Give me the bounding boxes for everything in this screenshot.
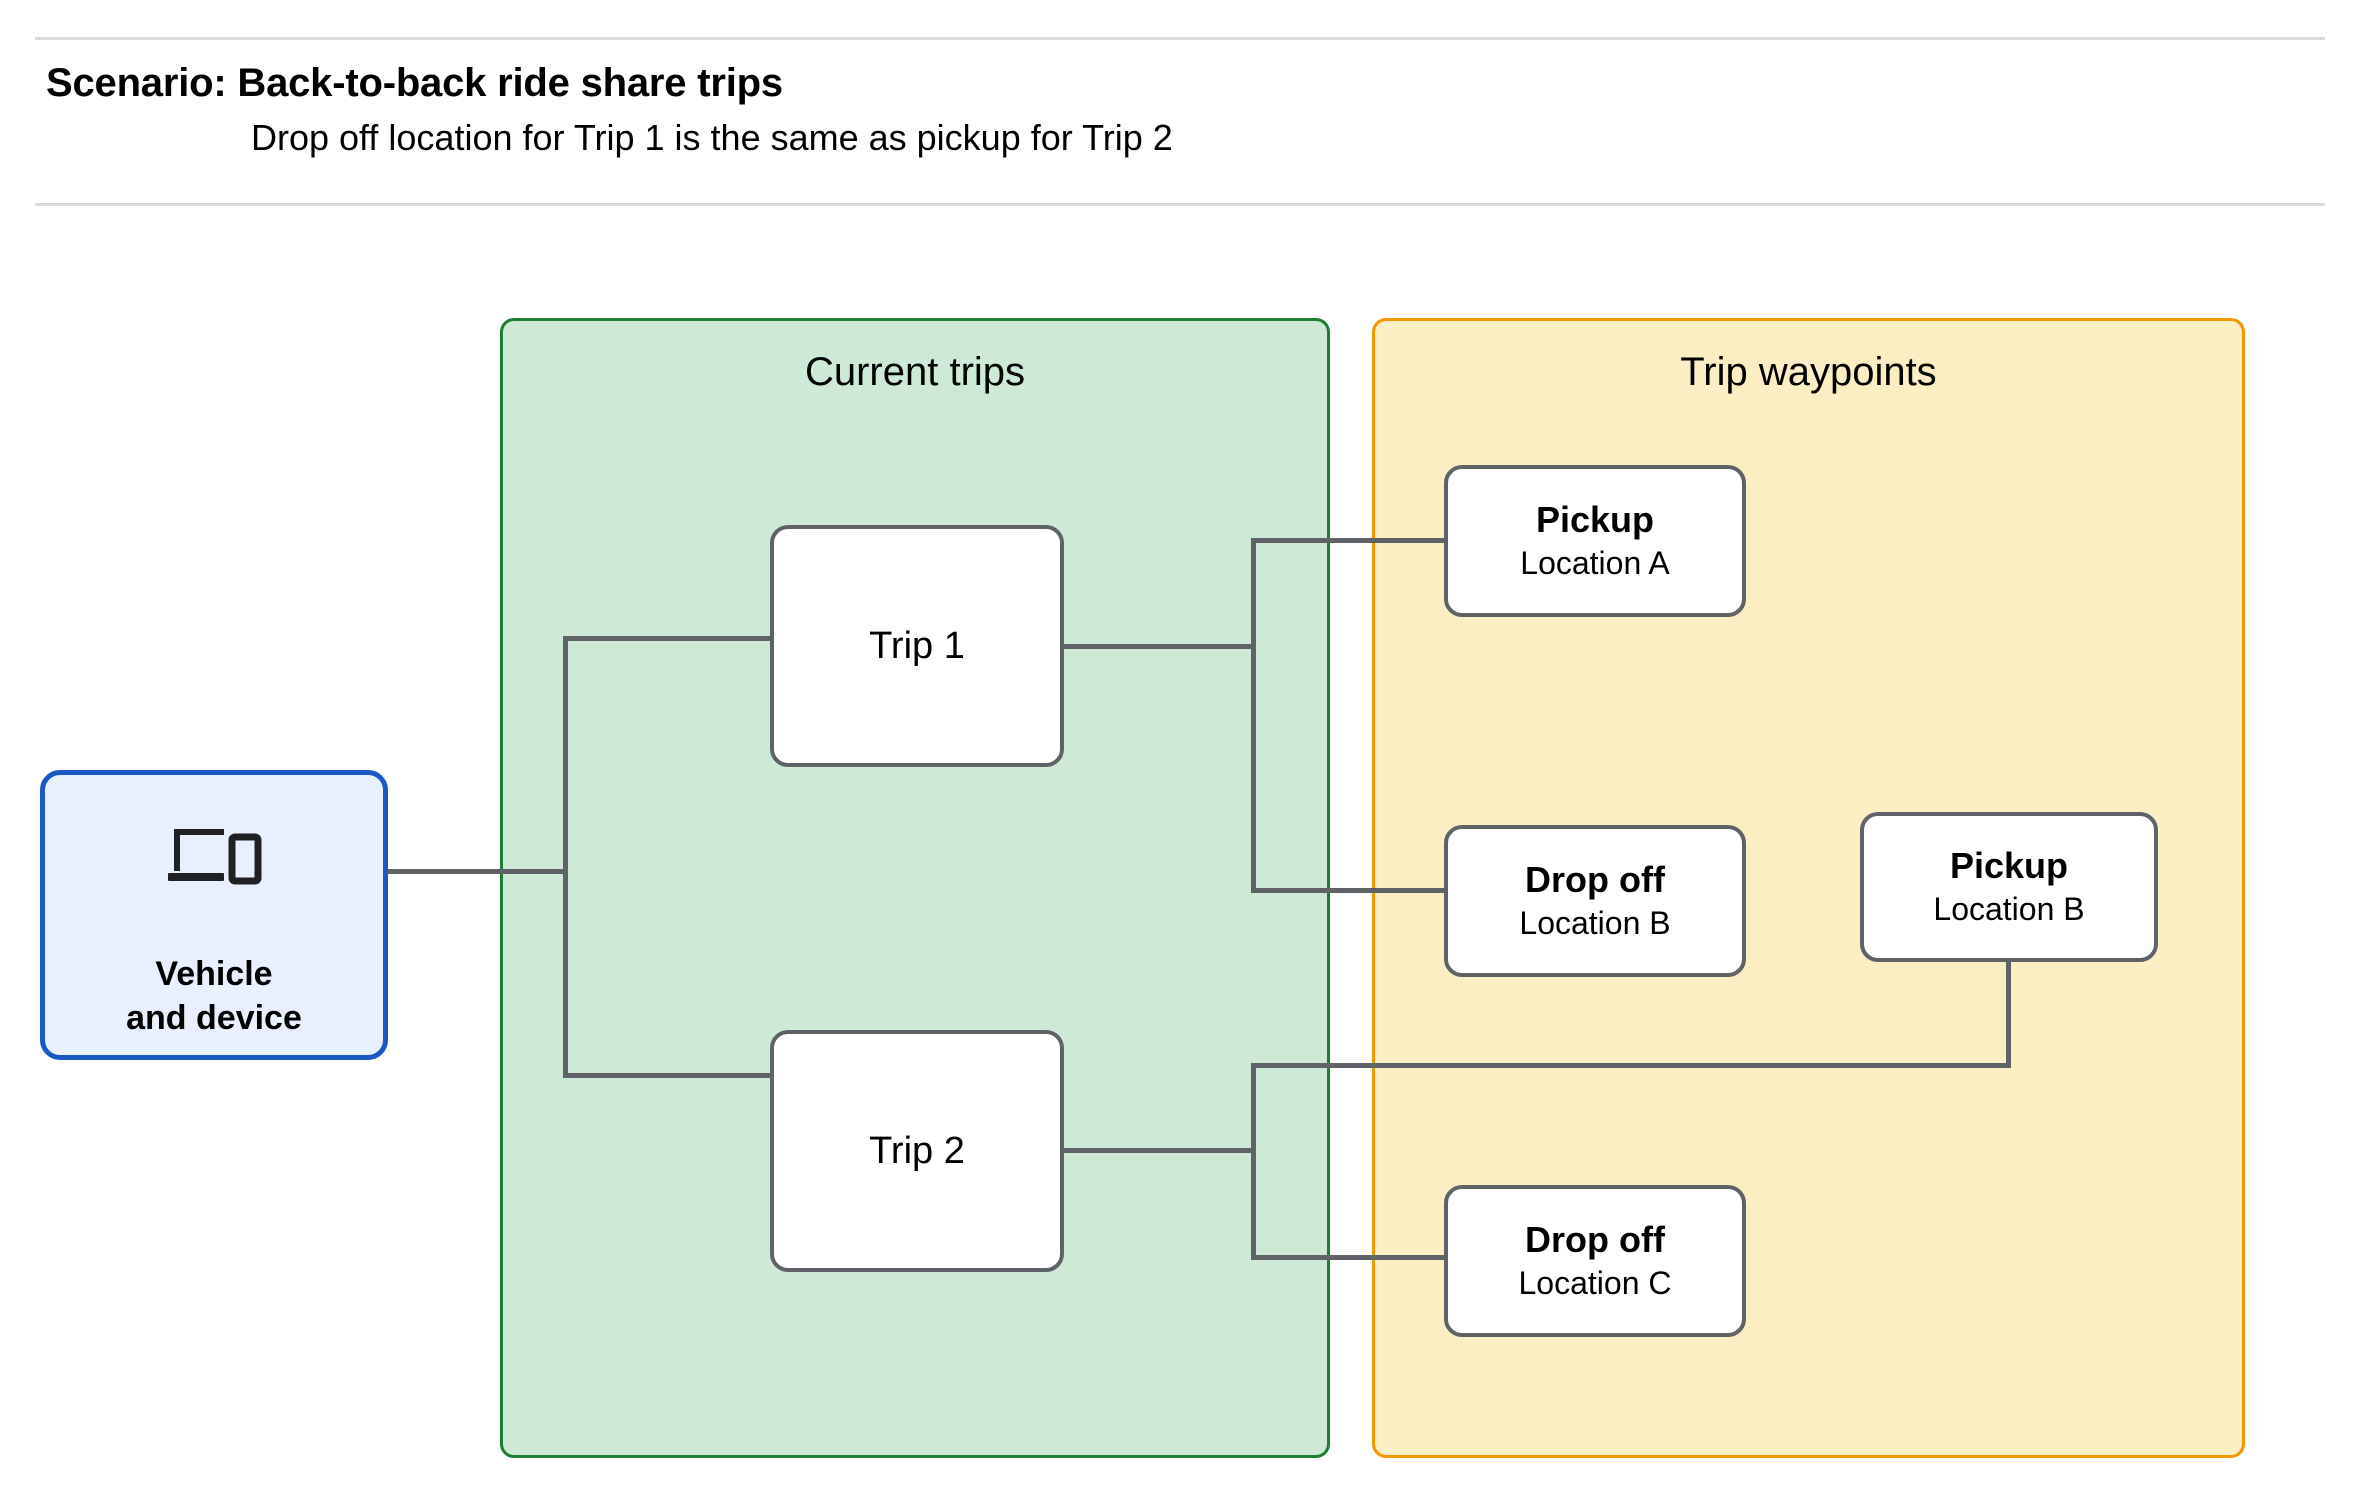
edge-trip-1-junction bbox=[1061, 644, 1255, 649]
page-subtitle: Drop off location for Trip 1 is the same… bbox=[251, 117, 1173, 159]
edge-trip-1-dropoff-b bbox=[1251, 888, 1447, 893]
edge-trip-1-pickup-a bbox=[1251, 538, 1447, 543]
edge-trunk-vertical bbox=[563, 636, 568, 1078]
node-trip-1[interactable]: Trip 1 bbox=[770, 525, 1064, 767]
node-trip-2[interactable]: Trip 2 bbox=[770, 1030, 1064, 1272]
node-vehicle-and-device[interactable]: Vehicle and device bbox=[40, 770, 388, 1060]
node-dropoff-c-title: Drop off bbox=[1525, 1218, 1665, 1260]
node-pickup-b-location: Location B bbox=[1933, 890, 2085, 927]
node-dropoff-b-title: Drop off bbox=[1525, 858, 1665, 900]
edge-trip-2-pickup-b bbox=[1251, 1063, 2011, 1068]
edge-trunk-trip-1 bbox=[563, 636, 773, 641]
header: Scenario: Back-to-back ride share trips … bbox=[46, 60, 2046, 159]
node-dropoff-c-location: Location C bbox=[1518, 1264, 1672, 1301]
node-waypoint-dropoff-b[interactable]: Drop off Location B bbox=[1444, 825, 1746, 977]
group-trip-waypoints-title: Trip waypoints bbox=[1680, 350, 1937, 394]
group-current-trips-title: Current trips bbox=[804, 350, 1026, 394]
node-trip-2-label: Trip 2 bbox=[869, 1129, 965, 1172]
node-waypoint-dropoff-c[interactable]: Drop off Location C bbox=[1444, 1185, 1746, 1337]
node-pickup-a-location: Location A bbox=[1520, 544, 1670, 581]
page-title: Scenario: Back-to-back ride share trips bbox=[46, 61, 783, 105]
node-vehicle-label-line-2: and device bbox=[126, 998, 302, 1037]
laptop-and-phone-icon bbox=[166, 823, 262, 889]
node-waypoint-pickup-b[interactable]: Pickup Location B bbox=[1860, 812, 2158, 962]
edge-trip-2-junction bbox=[1061, 1148, 1255, 1153]
edge-trip-2-dropoff-c bbox=[1251, 1255, 1447, 1260]
node-waypoint-pickup-a[interactable]: Pickup Location A bbox=[1444, 465, 1746, 617]
header-divider-bottom bbox=[35, 203, 2325, 206]
edge-vehicle-trunk bbox=[386, 869, 568, 874]
header-divider-top bbox=[35, 37, 2325, 40]
edge-trip-2-junction-vertical bbox=[1251, 1063, 1256, 1260]
group-current-trips: Current trips bbox=[500, 318, 1330, 1458]
edge-trip-1-junction-vertical bbox=[1251, 538, 1256, 892]
edge-trunk-trip-2 bbox=[563, 1073, 773, 1078]
node-vehicle-label-line-1: Vehicle bbox=[155, 955, 273, 993]
node-pickup-b-title: Pickup bbox=[1949, 844, 2069, 886]
node-pickup-a-title: Pickup bbox=[1535, 498, 1655, 540]
edge-pickup-b-drop bbox=[2006, 959, 2011, 1067]
node-trip-1-label: Trip 1 bbox=[869, 624, 965, 667]
node-dropoff-b-location: Location B bbox=[1519, 904, 1671, 941]
